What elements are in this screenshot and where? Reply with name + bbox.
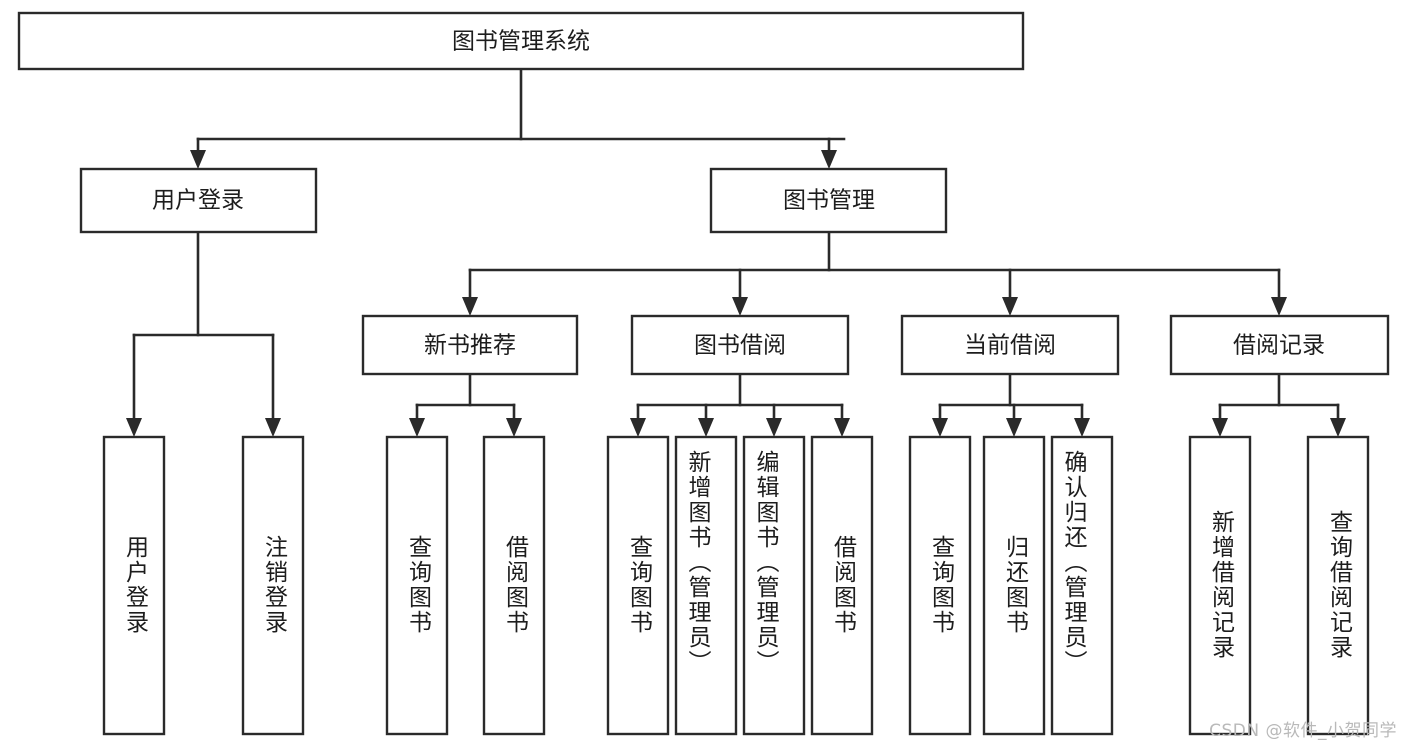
leaf-query-books-current[interactable]: 查询图书 (908, 435, 972, 736)
node-borrow-records[interactable]: 借阅记录 (1169, 314, 1390, 376)
node-root-label: 图书管理系统 (452, 29, 590, 55)
node-book-management[interactable]: 图书管理 (709, 167, 948, 234)
leaf-add-borrow-record[interactable]: 新增借阅记录 (1188, 435, 1252, 736)
leaf-borrow-books-recommend-label: 借阅图书 (502, 535, 530, 635)
leaf-add-borrow-record-label: 新增借阅记录 (1208, 510, 1236, 660)
csdn-watermark: CSDN @软件_小贺同学 (1209, 721, 1397, 741)
leaf-add-book-admin-label: 新增图书（管理员） (684, 450, 712, 675)
node-current-borrow-label: 当前借阅 (964, 333, 1056, 359)
node-user-login[interactable]: 用户登录 (79, 167, 318, 234)
leaf-confirm-return-admin[interactable]: 确认归还（管理员） (1050, 435, 1114, 736)
connector-current-to-leaves (932, 372, 1090, 437)
node-borrow-records-label: 借阅记录 (1233, 333, 1325, 359)
connector-root-to-level2 (190, 67, 846, 169)
leaf-query-books-borrow-label: 查询图书 (626, 535, 654, 635)
connector-userlogin-to-leaves (126, 230, 281, 437)
node-current-borrow[interactable]: 当前借阅 (900, 314, 1120, 376)
leaf-return-books-label: 归还图书 (1002, 535, 1030, 635)
node-new-book-recommend-label: 新书推荐 (424, 333, 516, 359)
leaf-borrow-books-borrow-label: 借阅图书 (830, 535, 858, 635)
connector-bookmgmt-to-level3 (462, 230, 1287, 316)
leaf-borrow-books-borrow[interactable]: 借阅图书 (810, 435, 874, 736)
node-new-book-recommend[interactable]: 新书推荐 (361, 314, 579, 376)
leaf-user-login-label: 用户登录 (122, 535, 150, 635)
node-book-management-label: 图书管理 (783, 188, 875, 214)
leaf-query-books-current-label: 查询图书 (928, 535, 956, 635)
leaf-borrow-books-recommend[interactable]: 借阅图书 (482, 435, 546, 736)
leaf-return-books[interactable]: 归还图书 (982, 435, 1046, 736)
leaf-user-login[interactable]: 用户登录 (102, 435, 166, 736)
leaf-edit-book-admin-label: 编辑图书（管理员） (752, 450, 780, 675)
connector-borrow-to-leaves (630, 372, 850, 437)
leaf-query-borrow-record-label: 查询借阅记录 (1326, 510, 1354, 660)
leaf-query-borrow-record[interactable]: 查询借阅记录 (1306, 435, 1370, 736)
leaf-edit-book-admin[interactable]: 编辑图书（管理员） (742, 435, 806, 736)
leaf-query-books-recommend-label: 查询图书 (405, 535, 433, 635)
leaf-add-book-admin[interactable]: 新增图书（管理员） (674, 435, 738, 736)
leaf-logout-label: 注销登录 (261, 535, 289, 635)
leaf-logout[interactable]: 注销登录 (241, 435, 305, 736)
leaf-query-books-recommend[interactable]: 查询图书 (385, 435, 449, 736)
node-user-login-label: 用户登录 (152, 188, 244, 214)
leaf-query-books-borrow[interactable]: 查询图书 (606, 435, 670, 736)
leaf-confirm-return-admin-label: 确认归还（管理员） (1060, 450, 1088, 675)
node-book-borrow[interactable]: 图书借阅 (630, 314, 850, 376)
connector-newbook-to-leaves (409, 372, 522, 437)
node-book-borrow-label: 图书借阅 (694, 333, 786, 359)
connector-records-to-leaves (1212, 372, 1346, 437)
node-root[interactable]: 图书管理系统 (17, 11, 1025, 71)
